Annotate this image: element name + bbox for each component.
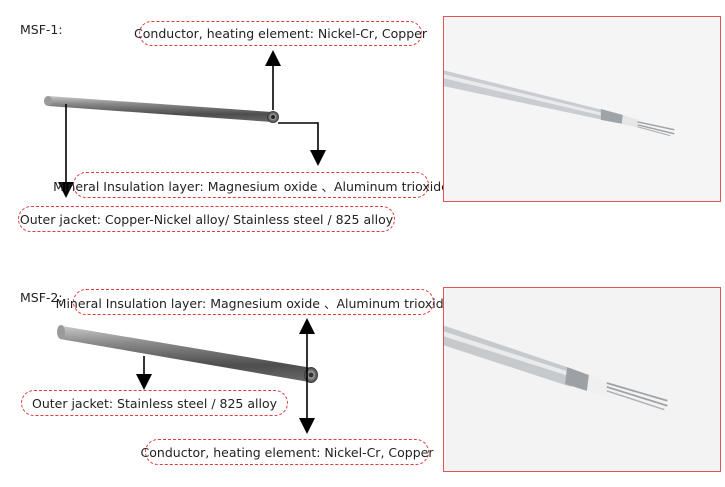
msf2-insulation-label: Mineral Insulation layer: Magnesium oxid… bbox=[56, 289, 451, 315]
msf1-jacket-label: Outer jacket: Copper-Nickel alloy/ Stain… bbox=[18, 206, 395, 232]
msf2-conductor-label: Conductor, heating element: Nickel-Cr, C… bbox=[141, 439, 433, 465]
msf1-product-photo bbox=[443, 16, 721, 202]
msf2-title: MSF-2: bbox=[20, 290, 63, 305]
msf2-cable-image bbox=[444, 288, 720, 471]
msf1-insulation-arrow bbox=[278, 122, 326, 166]
msf1-title: MSF-1: bbox=[20, 22, 63, 37]
msf1-cable-image bbox=[444, 17, 720, 201]
msf1-insulation-label: Mineral Insulation layer: Magnesium oxid… bbox=[53, 172, 449, 198]
msf2-product-photo bbox=[443, 287, 721, 472]
msf2-cable-rod bbox=[57, 325, 318, 383]
msf1-cable-rod bbox=[44, 96, 279, 123]
msf2-jacket-label: Outer jacket: Stainless steel / 825 allo… bbox=[21, 390, 288, 416]
msf1-conductor-label: Conductor, heating element: Nickel-Cr, C… bbox=[134, 21, 427, 46]
